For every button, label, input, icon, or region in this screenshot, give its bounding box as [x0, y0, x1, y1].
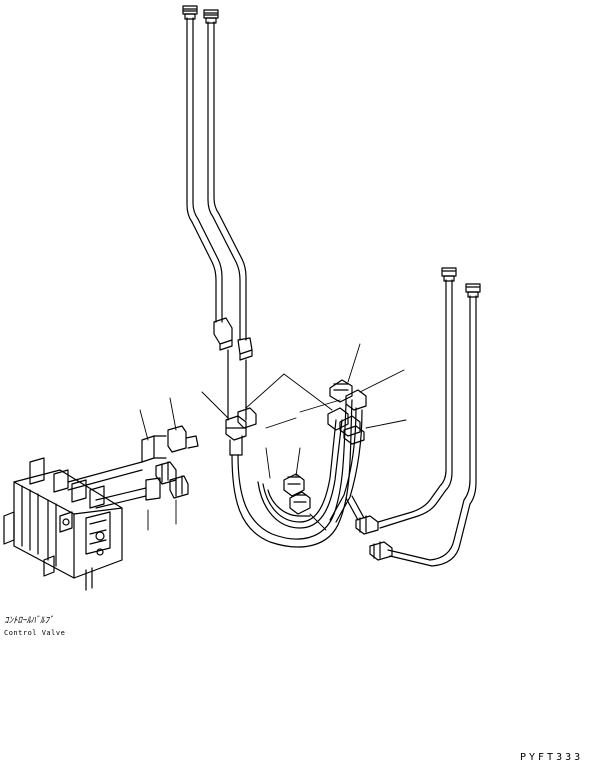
right-pipe-end-fittings — [345, 495, 393, 561]
top-fitting-right — [203, 9, 219, 24]
right-pipe-1 — [377, 279, 453, 529]
top-fitting-left — [182, 5, 198, 20]
valve-tubes — [67, 461, 147, 509]
adapter-fittings-left — [141, 425, 199, 501]
right-pipe-2 — [387, 295, 477, 567]
component-label-english: Control Valve — [4, 629, 66, 637]
leader-lines — [139, 343, 407, 531]
right-top-fitting-1 — [441, 267, 457, 282]
hose-end-fittings-upper — [327, 379, 367, 445]
hose-fittings-middle — [283, 473, 311, 515]
control-valve — [3, 457, 123, 591]
upper-pipe-left — [186, 17, 223, 323]
junction-fittings — [225, 407, 257, 456]
upper-elbow-fittings — [213, 317, 253, 361]
drawing-code: PYFT333 — [520, 752, 584, 763]
component-label-japanese: ｺﾝﾄﾛｰﾙﾊﾞﾙﾌﾞ — [4, 616, 54, 626]
right-top-fitting-2 — [465, 283, 481, 298]
upper-pipe-right — [207, 21, 247, 341]
vertical-connectors — [227, 349, 247, 421]
looping-hoses — [231, 399, 363, 548]
